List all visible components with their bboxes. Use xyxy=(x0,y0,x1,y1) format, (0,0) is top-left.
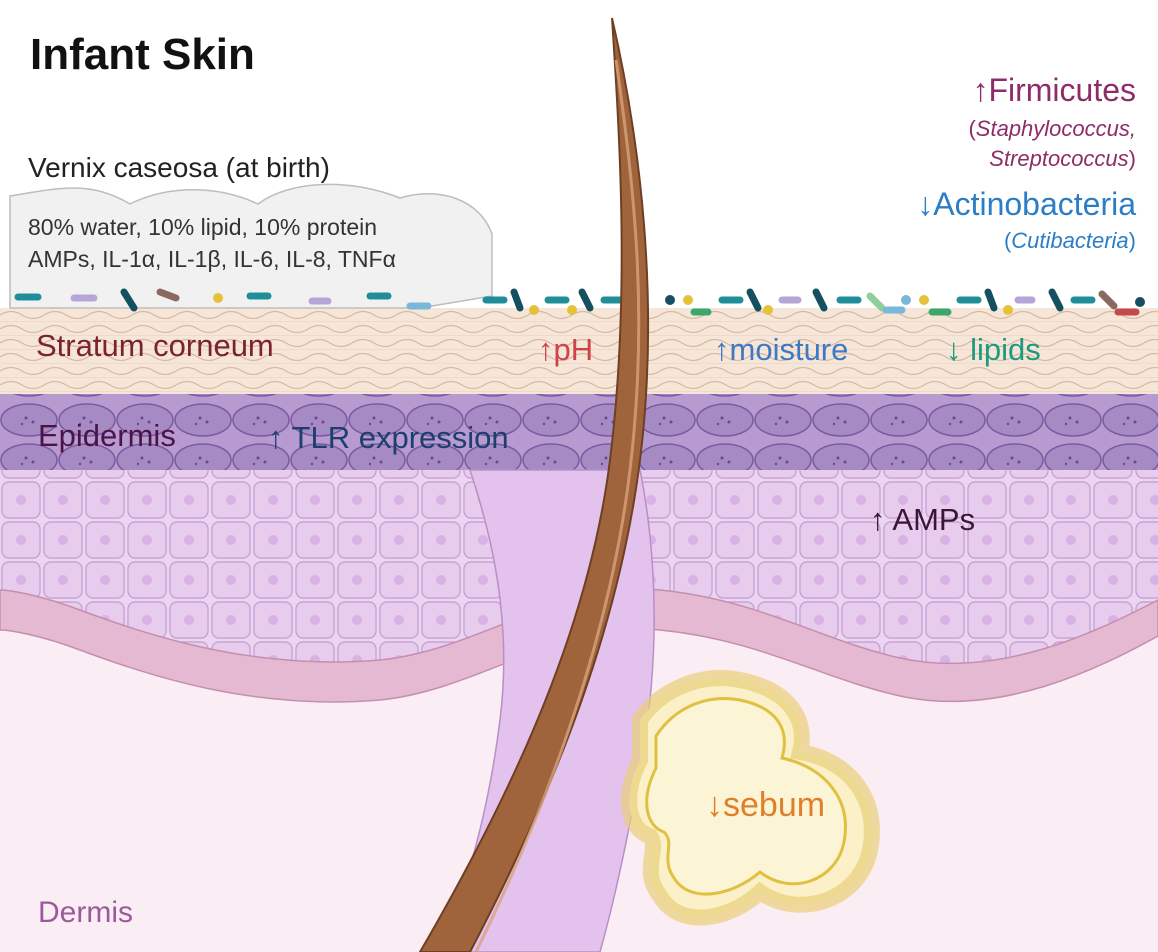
diagram-title: Infant Skin xyxy=(30,30,255,80)
vernix-factors: AMPs, IL-1α, IL-1β, IL-6, IL-8, TNFα xyxy=(28,246,396,273)
firmicutes-label: ↑Firmicutes xyxy=(972,72,1136,109)
vernix-title: Vernix caseosa (at birth) xyxy=(28,152,330,184)
actinobacteria-genera: (Cutibacteria) xyxy=(1004,228,1136,254)
actinobacteria-label: ↓Actinobacteria xyxy=(917,186,1136,223)
epidermis-label: Epidermis xyxy=(38,418,176,454)
ph-change-label: ↑pH xyxy=(538,332,593,368)
sebum-change-label: ↓sebum xyxy=(706,786,825,825)
vernix-composition: 80% water, 10% lipid, 10% protein xyxy=(28,214,377,241)
staphylococcus-label: Staphylococcus, xyxy=(976,116,1136,141)
streptococcus-label: Streptococcus xyxy=(989,146,1128,171)
stratum-corneum-label: Stratum corneum xyxy=(36,328,274,364)
cutibacteria-label: Cutibacteria xyxy=(1011,228,1128,253)
moisture-change-label: ↑moisture xyxy=(714,332,848,368)
firmicutes-genera: (Staphylococcus, Streptococcus) xyxy=(968,114,1136,174)
tlr-change-label: ↑ TLR expression xyxy=(268,420,509,456)
dermis-label: Dermis xyxy=(38,896,133,930)
lipids-change-label: ↓ lipids xyxy=(946,332,1041,368)
amps-change-label: ↑ AMPs xyxy=(870,502,975,538)
